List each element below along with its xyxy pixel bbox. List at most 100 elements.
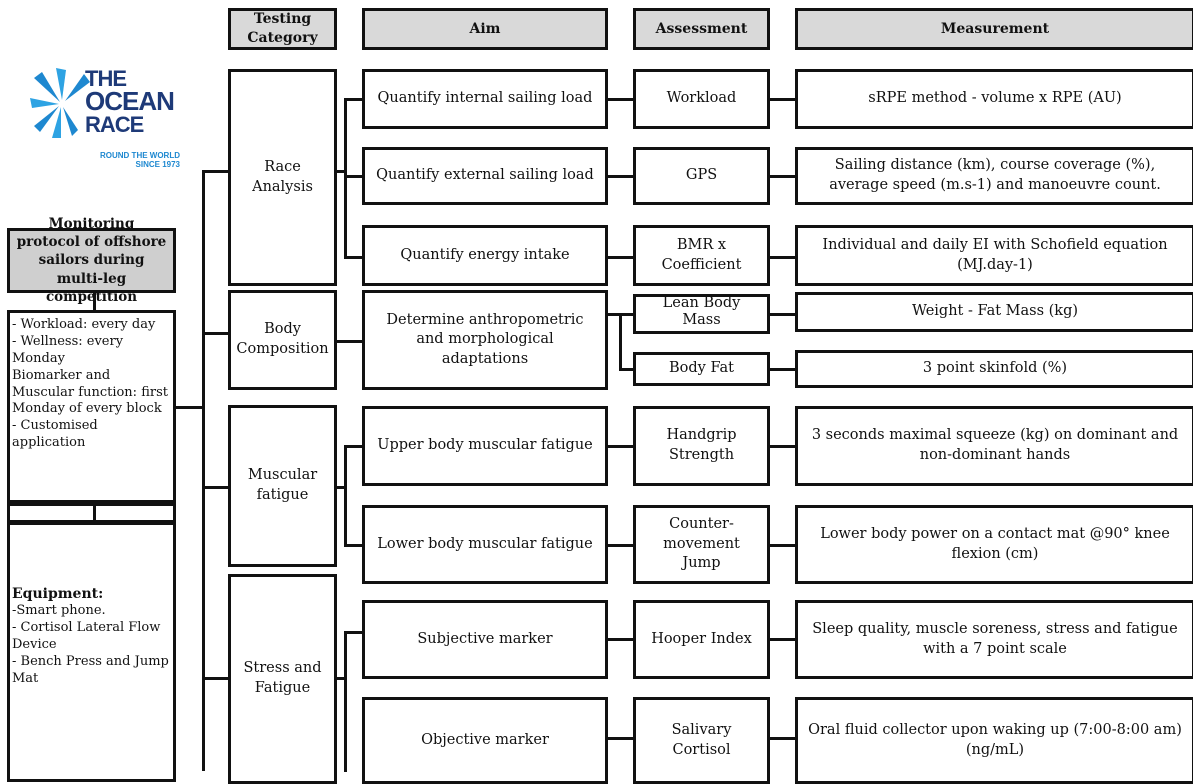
aim-text: Upper body muscular fatigue [377, 437, 593, 454]
measurement-text: Weight - Fat Mass (kg) [911, 303, 1079, 320]
connector [608, 175, 634, 178]
connector [608, 445, 634, 448]
assessment-box: Handgrip Strength [633, 406, 770, 486]
category-stress-and-fatigue: Stress and Fatigue [228, 574, 337, 784]
logo-title-line-1: THE [85, 66, 127, 91]
assessment-text: Counter-movement Jump [663, 516, 740, 572]
measurement-box: Sailing distance (km), course coverage (… [795, 147, 1193, 205]
measurement-box: 3 seconds maximal squeeze (kg) on domina… [795, 406, 1193, 486]
connector [344, 445, 347, 545]
measurement-box: Lower body power on a contact mat @90° k… [795, 505, 1193, 584]
connector [344, 256, 363, 259]
aim-text: Subjective marker [417, 630, 553, 647]
aim-box: Quantify energy intake [362, 225, 608, 286]
equipment-line-1: -Smart phone. [12, 603, 106, 619]
category-body-composition: Body Composition [228, 290, 337, 390]
equipment-line-3: - Bench Press and Jump Mat [12, 653, 169, 686]
schedule-line-3: Biomarker and Muscular function: first M… [12, 367, 168, 417]
assessment-text: Lean Body Mass [662, 295, 741, 328]
logo-subtitle: ROUND THE WORLD SINCE 1973 [90, 151, 180, 170]
protocol-schedule: - Workload: every day - Wellness: every … [7, 310, 176, 503]
connector [770, 544, 796, 547]
logo-title-line-3: RACE [85, 112, 144, 137]
assessment-box: Lean Body Mass [633, 294, 770, 334]
header-assessment-text: Assessment [655, 20, 748, 37]
connector [344, 445, 363, 448]
assessment-box: BMR x Coefficient [633, 225, 770, 286]
header-assessment: Assessment [633, 8, 770, 50]
measurement-box: Individual and daily EI with Schofield e… [795, 225, 1193, 286]
header-aim-text: Aim [469, 20, 501, 37]
ocean-race-logo: THE OCEAN RACE ROUND THE WORLD SINCE 197… [30, 66, 180, 176]
connector [202, 677, 229, 680]
assessment-text: Workload [666, 90, 737, 107]
aim-text: Quantify external sailing load [376, 167, 594, 184]
measurement-box: 3 point skinfold (%) [795, 350, 1193, 388]
measurement-text: Individual and daily EI with Schofield e… [822, 236, 1168, 273]
connector [770, 175, 796, 178]
connector [608, 256, 634, 259]
schedule-line-1: - Workload: every day [12, 317, 156, 332]
connector [770, 368, 796, 371]
connector [337, 170, 346, 173]
aim-box: Objective marker [362, 697, 608, 784]
measurement-box: sRPE method - volume x RPE (AU) [795, 69, 1193, 129]
header-measurement-text: Measurement [940, 20, 1050, 37]
logo-subtitle-line-1: ROUND THE WORLD [100, 151, 180, 160]
measurement-box: Weight - Fat Mass (kg) [795, 292, 1193, 332]
connector [619, 313, 634, 316]
connector [770, 445, 796, 448]
aim-box: Upper body muscular fatigue [362, 406, 608, 486]
connector [202, 170, 205, 771]
aim-box: Subjective marker [362, 600, 608, 679]
assessment-text: BMR x Coefficient [661, 236, 742, 273]
measurement-text: 3 point skinfold (%) [922, 360, 1068, 377]
connector [608, 638, 634, 641]
measurement-text: sRPE method - volume x RPE (AU) [868, 90, 1122, 107]
aim-text: Determine anthropometric and morphologic… [386, 311, 584, 367]
connector [608, 544, 634, 547]
schedule-line-4: - Customised application [12, 418, 98, 451]
aim-box: Quantify external sailing load [362, 147, 608, 205]
category-label: Race Analysis [252, 158, 313, 195]
logo-subtitle-line-2: SINCE 1973 [135, 159, 180, 169]
protocol-equipment: Equipment: -Smart phone. - Cortisol Late… [7, 522, 176, 782]
connector [337, 486, 346, 489]
logo-burst-icon [30, 68, 90, 138]
measurement-text: Sleep quality, muscle soreness, stress a… [812, 620, 1178, 657]
aim-text: Objective marker [421, 731, 549, 748]
connector [770, 638, 796, 641]
aim-text: Quantify internal sailing load [377, 90, 593, 107]
connector [344, 175, 363, 178]
schedule-line-2: - Wellness: every Monday [12, 333, 124, 366]
assessment-box: Workload [633, 69, 770, 129]
connector [608, 313, 621, 316]
measurement-text: Oral fluid collector upon waking up (7:0… [808, 721, 1182, 758]
aim-box: Determine anthropometric and morphologic… [362, 290, 608, 390]
assessment-text: Salivary Cortisol [671, 721, 732, 758]
connector [770, 313, 796, 316]
connector [337, 677, 346, 680]
connector [344, 631, 347, 772]
header-testing-category-text: Testing Category [247, 11, 318, 46]
measurement-text: Sailing distance (km), course coverage (… [829, 157, 1161, 193]
assessment-text: GPS [685, 167, 718, 184]
connector [770, 737, 796, 740]
connector [337, 340, 363, 343]
aim-text: Lower body muscular fatigue [377, 535, 593, 552]
category-label: Muscular fatigue [247, 467, 318, 503]
assessment-text: Body Fat [668, 360, 735, 377]
category-muscular-fatigue: Muscular fatigue [228, 405, 337, 567]
category-race-analysis: Race Analysis [228, 69, 337, 286]
assessment-box: Counter-movement Jump [633, 505, 770, 584]
connector [202, 170, 229, 173]
connector [608, 737, 634, 740]
header-aim: Aim [362, 8, 608, 50]
connector [344, 544, 363, 547]
measurement-text: Lower body power on a contact mat @90° k… [820, 525, 1170, 562]
measurement-text: 3 seconds maximal squeeze (kg) on domina… [811, 427, 1179, 463]
connector [344, 631, 363, 634]
header-testing-category: Testing Category [228, 8, 337, 50]
connector [770, 98, 796, 101]
assessment-box: GPS [633, 147, 770, 205]
